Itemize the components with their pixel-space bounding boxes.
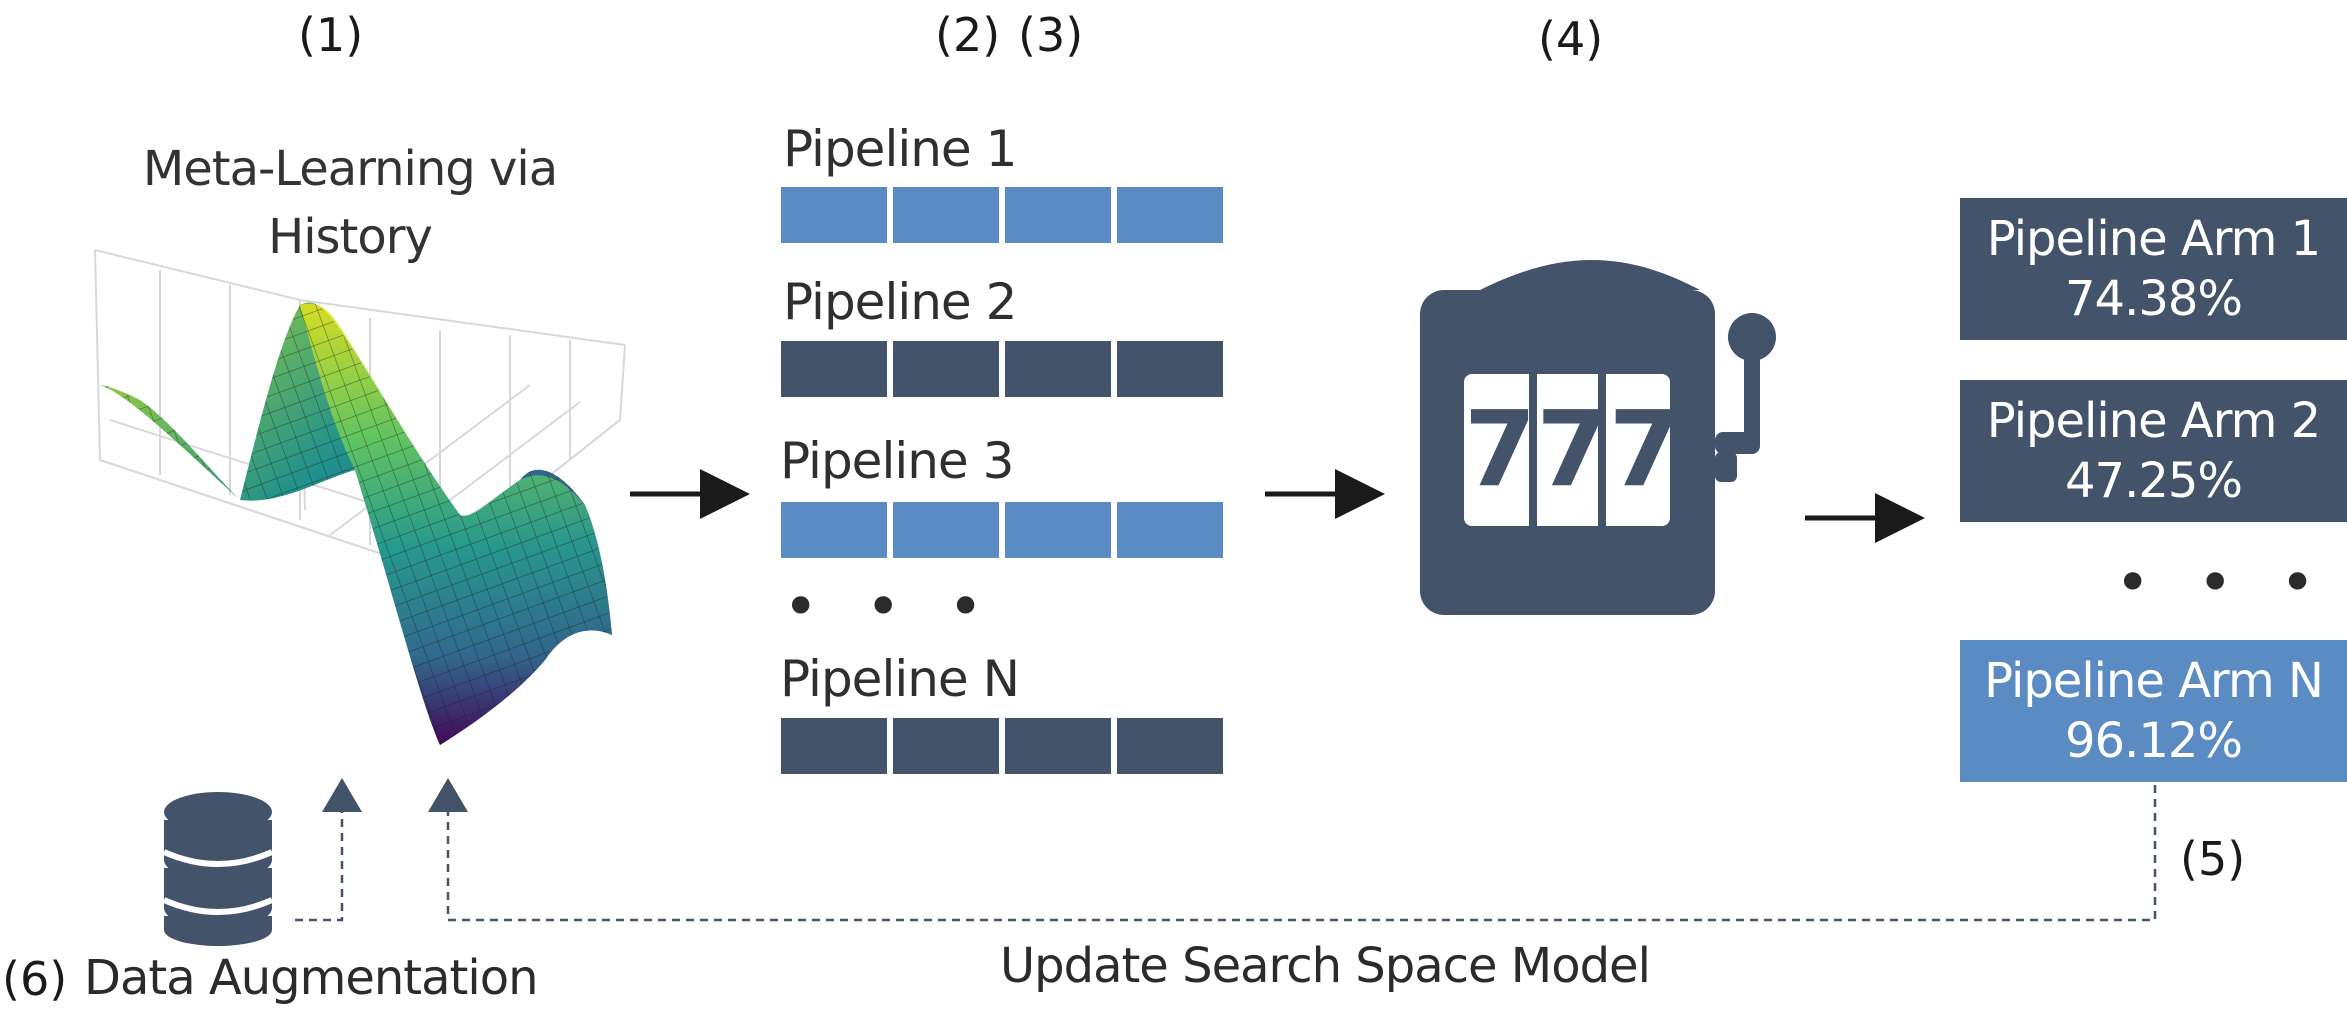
pipeline-segment: [1117, 502, 1223, 558]
arm-ellipsis: • • •: [2115, 548, 2330, 618]
pipeline-segment: [1005, 502, 1111, 558]
arm-name: Pipeline Arm 1: [1986, 211, 2321, 267]
feedback-dashed-lines: [295, 785, 2157, 922]
pipeline-arm-1: Pipeline Arm 1 74.38%: [1960, 198, 2347, 340]
pipeline-bar-n: [781, 718, 1223, 774]
slot-reels: 7 7 7: [1464, 384, 1681, 514]
slot-reel-3: 7: [1608, 388, 1682, 510]
database-icon: [162, 792, 274, 946]
meta-learning-line2: History: [268, 209, 433, 265]
meta-learning-line1: Meta-Learning via: [142, 141, 558, 197]
pipeline-segment: [1005, 718, 1111, 774]
pipeline-label-3: Pipeline 3: [780, 432, 1014, 490]
slot-reel-2: 7: [1536, 388, 1609, 510]
update-search-space-label: Update Search Space Model: [1000, 938, 1651, 994]
pipeline-bar-3: [781, 502, 1223, 558]
surface-plot: [94, 249, 626, 745]
pipeline-bar-2: [781, 341, 1223, 397]
pipeline-ellipsis: • • •: [783, 572, 998, 642]
pipeline-segment: [1117, 341, 1223, 397]
arm-value: 74.38%: [2064, 271, 2243, 327]
up-arrow-icon: [428, 778, 468, 812]
up-arrow-icon: [322, 778, 362, 812]
pipeline-segment: [893, 718, 999, 774]
pipeline-arm-2: Pipeline Arm 2 47.25%: [1960, 380, 2347, 522]
arm-name: Pipeline Arm N: [1984, 653, 2324, 709]
pipeline-segment: [893, 341, 999, 397]
pipeline-segment: [1117, 718, 1223, 774]
pipeline-segment: [893, 187, 999, 243]
arm-name: Pipeline Arm 2: [1986, 393, 2321, 449]
pipeline-label-2: Pipeline 2: [783, 273, 1017, 331]
pipeline-segment: [781, 187, 887, 243]
step-label-1: (1): [298, 8, 364, 62]
meta-learning-title: Meta-Learning via History: [130, 135, 570, 271]
pipeline-label-n: Pipeline N: [780, 650, 1020, 708]
step-label-3: (3): [1018, 8, 1084, 62]
pipeline-bar-1: [781, 187, 1223, 243]
pipeline-segment: [1005, 341, 1111, 397]
pipeline-segment: [781, 502, 887, 558]
pipeline-segment: [893, 502, 999, 558]
arm-value: 47.25%: [2064, 453, 2243, 509]
slot-machine-icon: [1420, 260, 1776, 615]
pipeline-segment: [781, 341, 887, 397]
pipeline-label-1: Pipeline 1: [783, 120, 1017, 178]
data-augmentation-label: Data Augmentation: [84, 950, 538, 1006]
slot-reel-1: 7: [1464, 388, 1537, 510]
step-label-6: (6): [2, 952, 68, 1006]
step-label-4: (4): [1538, 12, 1604, 66]
pipeline-arm-n: Pipeline Arm N 96.12%: [1960, 640, 2347, 782]
pipeline-segment: [1005, 187, 1111, 243]
pipeline-segment: [781, 718, 887, 774]
step-label-2: (2): [935, 8, 1001, 62]
arm-value: 96.12%: [2064, 713, 2243, 769]
pipeline-segment: [1117, 187, 1223, 243]
step-label-5: (5): [2180, 832, 2246, 886]
